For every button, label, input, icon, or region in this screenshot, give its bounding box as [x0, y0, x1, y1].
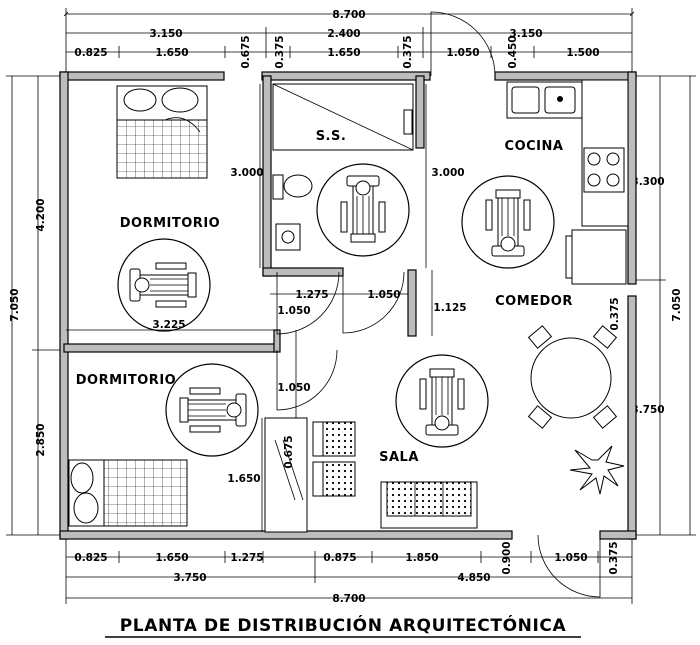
- wheelchair-turning-circle-2: [316, 163, 410, 257]
- dim-bottom-1275: 1.275: [230, 552, 263, 564]
- dim-bottom-3750: 3.750: [173, 572, 206, 584]
- bathroom-fixtures: [272, 83, 414, 251]
- dim-bottom-1050: 1.050: [554, 552, 587, 564]
- dim-top-0825: 0.825: [74, 47, 107, 59]
- armchairs: [312, 421, 356, 497]
- top-dimensions: 8.700 3.150 2.400 3.150 0.825 1.650 0.67…: [63, 8, 635, 72]
- dim-top-1650a: 1.650: [155, 47, 188, 59]
- dim-top-1050: 1.050: [446, 47, 479, 59]
- dim-bottom-0875: 0.875: [323, 552, 356, 564]
- dim-left-total: 7.050: [9, 288, 21, 321]
- dim-bottom-0900: 0.900: [501, 541, 513, 574]
- kitchen-fixtures: [506, 79, 629, 285]
- dim-top-0375a: 0.375: [274, 35, 286, 68]
- dim-top-1650b: 1.650: [327, 47, 360, 59]
- dim-bottom-1850: 1.850: [405, 552, 438, 564]
- dim-left-2850: 2.850: [35, 423, 47, 456]
- room-label-comedor: COMEDOR: [495, 294, 573, 309]
- drawing-title: PLANTA DE DISTRIBUCIÓN ARQUITECTÓNICA: [120, 614, 567, 636]
- dim-top-0375b: 0.375: [402, 35, 414, 68]
- dim-right-total: 7.050: [671, 288, 683, 321]
- dim-top-mid: 2.400: [327, 28, 360, 40]
- room-label-ss: S.S.: [316, 129, 347, 144]
- dim-top-right: 3.150: [509, 28, 542, 40]
- bottom-dimensions: 0.825 1.650 1.275 0.875 1.850 0.900 1.05…: [65, 535, 633, 605]
- dim-int-1050b: 1.050: [277, 305, 310, 317]
- dim-int-1650: 1.650: [227, 473, 260, 485]
- dim-int-1125: 1.125: [433, 302, 466, 314]
- dim-right-0375b: 0.375: [608, 541, 620, 574]
- dim-bottom-1650: 1.650: [155, 552, 188, 564]
- plant-icon: [569, 445, 625, 495]
- doors: [276, 11, 601, 598]
- room-label-dormitorio-1: DORMITORIO: [120, 216, 220, 231]
- sofa: [380, 481, 478, 529]
- wheelchair-turning-circle-4: [395, 354, 489, 448]
- dining-table: [527, 325, 618, 429]
- interior-dimensions: 3.000 3.000 1.275 1.050 1.125 3.225 1.05…: [66, 84, 467, 532]
- bed-1: [116, 85, 208, 179]
- dim-bottom-total: 8.700: [332, 593, 365, 605]
- wheelchair-turning-circle-3: [461, 175, 555, 269]
- dim-right-3750: 3.750: [631, 404, 664, 416]
- dim-top-0450: 0.450: [507, 35, 519, 68]
- wheelchair-turning-circle-5: [165, 363, 259, 457]
- dim-left-4200: 4.200: [35, 198, 47, 231]
- left-dimensions: 7.050 4.200 2.850: [6, 75, 66, 536]
- dim-int-1050c: 1.050: [277, 382, 310, 394]
- dim-int-1275: 1.275: [295, 289, 328, 301]
- dim-right-3300: 3.300: [631, 176, 664, 188]
- room-label-cocina: COCINA: [505, 139, 564, 154]
- wheelchair-turning-circle-1: [117, 238, 211, 332]
- dim-top-total: 8.700: [332, 9, 365, 21]
- dim-bottom-0825: 0.825: [74, 552, 107, 564]
- room-label-sala: SALA: [379, 450, 419, 465]
- walls: [59, 71, 637, 540]
- dim-top-left: 3.150: [149, 28, 182, 40]
- dim-int-3000a: 3.000: [230, 167, 263, 179]
- dim-int-1050a: 1.050: [367, 289, 400, 301]
- right-dimensions: 7.050 3.300 3.750 0.375 0.375: [608, 75, 696, 575]
- dim-int-3225: 3.225: [152, 319, 185, 331]
- dim-int-0675: 0.675: [283, 435, 295, 468]
- dim-bottom-4850: 4.850: [457, 572, 490, 584]
- dim-top-0675: 0.675: [240, 35, 252, 68]
- dim-top-1500: 1.500: [566, 47, 599, 59]
- room-label-dormitorio-2: DORMITORIO: [76, 373, 176, 388]
- bed-2: [68, 459, 188, 527]
- dim-int-3000b: 3.000: [431, 167, 464, 179]
- dim-right-0375: 0.375: [609, 297, 621, 330]
